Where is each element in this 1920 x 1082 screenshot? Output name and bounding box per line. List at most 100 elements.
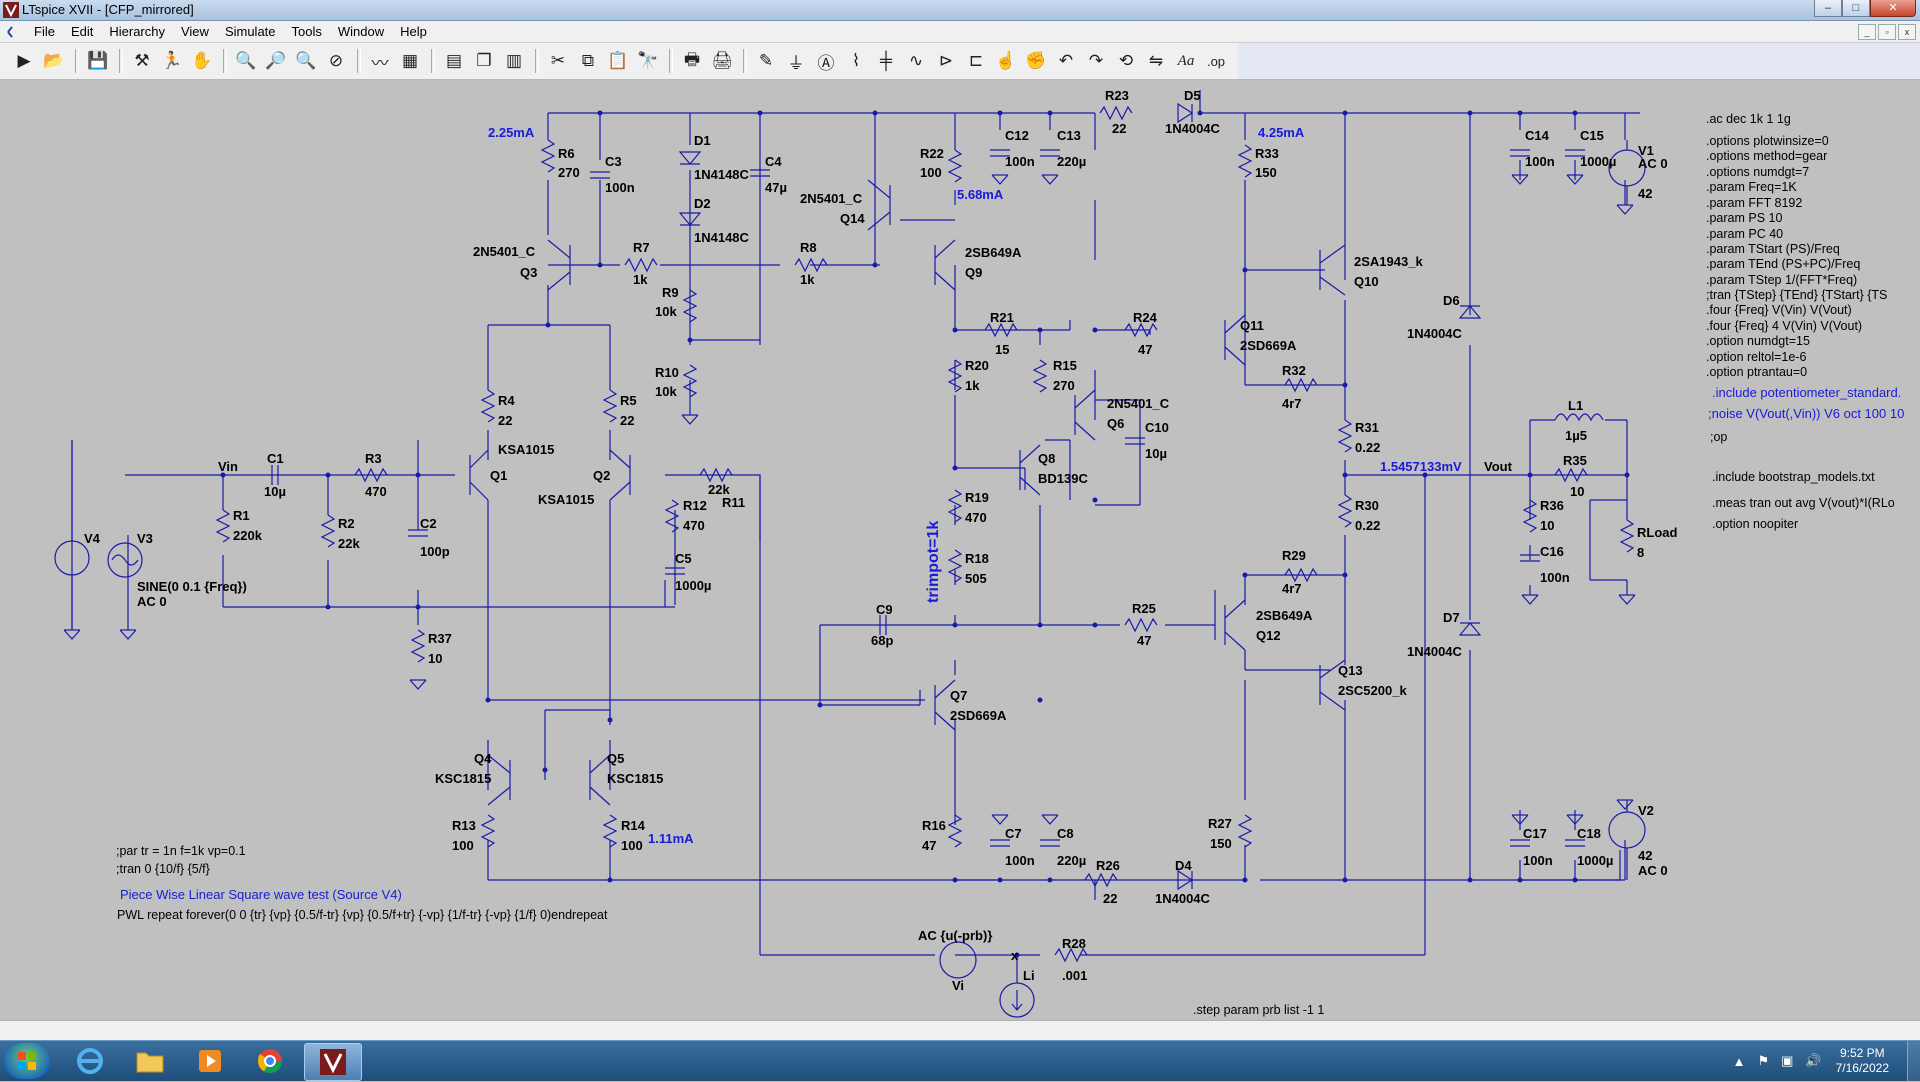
label-r14[interactable]: R14	[621, 818, 646, 833]
label-r28[interactable]: R28	[1062, 936, 1086, 951]
value-q8[interactable]: BD139C	[1038, 471, 1088, 486]
value-r25[interactable]: 47	[1137, 633, 1151, 648]
directive-line[interactable]: .param PC 40	[1706, 227, 1783, 241]
label-q13[interactable]: Q13	[1338, 663, 1363, 678]
value-c18[interactable]: 1000µ	[1577, 853, 1613, 868]
label-r11[interactable]: R11	[722, 495, 745, 510]
network-icon[interactable]: ▣	[1781, 1053, 1794, 1068]
directive-line[interactable]: .param TEnd (PS+PC)/Freq	[1706, 257, 1860, 271]
label-c7[interactable]: C7	[1005, 826, 1022, 841]
value-r36[interactable]: 10	[1540, 518, 1554, 533]
minimize-button[interactable]: –	[1814, 0, 1842, 17]
label-q4[interactable]: Q4	[474, 751, 492, 766]
label-vi[interactable]: Vi	[952, 978, 964, 993]
label-r32[interactable]: R32	[1282, 363, 1306, 378]
v2-ac[interactable]: AC 0	[1638, 863, 1668, 878]
label-v4[interactable]: V4	[84, 531, 101, 546]
directive-op[interactable]: ;op	[1710, 430, 1727, 444]
label-r33[interactable]: R33	[1255, 146, 1279, 161]
rotate-icon[interactable]: ⟲	[1118, 51, 1134, 70]
label-q5[interactable]: Q5	[607, 751, 624, 766]
net-label-x[interactable]: x	[1011, 948, 1019, 963]
undo-icon[interactable]: ↶	[1058, 51, 1074, 70]
value-c13[interactable]: 220µ	[1057, 154, 1086, 169]
value-q3[interactable]: 2N5401_C	[473, 244, 536, 259]
label-d6[interactable]: D6	[1443, 293, 1460, 308]
value-c8[interactable]: 220µ	[1057, 853, 1086, 868]
diode-icon[interactable]: ⊳	[938, 51, 954, 70]
doc-minimize-button[interactable]: _	[1858, 24, 1876, 40]
label-c18[interactable]: C18	[1577, 826, 1601, 841]
open-folder-icon[interactable]: 📂	[43, 51, 65, 70]
capacitor-icon[interactable]: ╪	[879, 51, 893, 70]
directive-line[interactable]: .param PS 10	[1706, 211, 1782, 225]
directive-include-pot[interactable]: .include potentiometer_standard.	[1712, 385, 1901, 400]
tile-horizontal-icon[interactable]: ▤	[445, 51, 463, 70]
taskbar-chrome[interactable]	[242, 1043, 298, 1079]
value-q7[interactable]: 2SD669A	[950, 708, 1007, 723]
directive-line[interactable]: .options method=gear	[1706, 149, 1827, 163]
value-r29[interactable]: 4r7	[1282, 581, 1302, 596]
label-c1[interactable]: C1	[267, 451, 284, 466]
value-r2[interactable]: 22k	[338, 536, 360, 551]
label-r10[interactable]: R10	[655, 365, 679, 380]
menu-view[interactable]: View	[180, 24, 209, 39]
value-d7[interactable]: 1N4004C	[1407, 644, 1463, 659]
close-button[interactable]: ✕	[1870, 0, 1916, 17]
label-v3[interactable]: V3	[137, 531, 153, 546]
value-r19[interactable]: 470	[965, 510, 987, 525]
value-q1[interactable]: KSA1015	[498, 442, 554, 457]
resistor-icon[interactable]: ⌇	[851, 51, 861, 70]
label-r23[interactable]: R23	[1105, 88, 1129, 103]
value-r18[interactable]: 505	[965, 571, 987, 586]
label-r35[interactable]: R35	[1563, 453, 1587, 468]
value-r11[interactable]: 22k	[708, 482, 730, 497]
current-r33[interactable]: 4.25mA	[1258, 125, 1305, 140]
label-c10[interactable]: C10	[1145, 420, 1169, 435]
directive-line[interactable]: ;tran {TStep} {TEnd} {TStart} {TS	[1706, 288, 1887, 302]
label-r22[interactable]: R22	[920, 146, 944, 161]
directive-noopiter[interactable]: .option noopiter	[1712, 517, 1798, 531]
value-q2[interactable]: KSA1015	[538, 492, 594, 507]
action-center-flag-icon[interactable]: ⚑	[1757, 1053, 1770, 1068]
value-c12[interactable]: 100n	[1005, 154, 1035, 169]
paste-icon[interactable]: 📋	[607, 51, 629, 70]
label-r26[interactable]: R26	[1096, 858, 1120, 873]
directive-line[interactable]: .four {Freq} V(Vin) V(Vout)	[1706, 303, 1852, 317]
label-c17[interactable]: C17	[1523, 826, 1547, 841]
value-r30[interactable]: 0.22	[1355, 518, 1380, 533]
current-r22[interactable]: 5.68mA	[957, 187, 1004, 202]
value-r24[interactable]: 47	[1138, 342, 1152, 357]
taskbar-internet-explorer[interactable]	[62, 1043, 118, 1079]
control-panel-icon[interactable]: ⚒	[134, 51, 150, 70]
clock[interactable]: 9:52 PM 7/16/2022	[1836, 1046, 1889, 1076]
label-r31[interactable]: R31	[1355, 420, 1379, 435]
print-icon[interactable]: 🖶	[683, 49, 701, 69]
value-q12[interactable]: 2SB649A	[1256, 608, 1313, 623]
value-r4[interactable]: 22	[498, 413, 512, 428]
value-c14[interactable]: 100n	[1525, 154, 1555, 169]
value-c16[interactable]: 100n	[1540, 570, 1570, 585]
label-q10[interactable]: Q10	[1354, 274, 1379, 289]
tile-vertical-icon[interactable]: ▥	[505, 51, 523, 70]
value-q10[interactable]: 2SA1943_k	[1354, 254, 1423, 269]
cascade-icon[interactable]: ❐	[476, 51, 492, 70]
value-c1[interactable]: 10µ	[264, 484, 286, 499]
directive-line[interactable]: .options plotwinsize=0	[1706, 134, 1829, 148]
label-q7[interactable]: Q7	[950, 688, 967, 703]
label-r6[interactable]: R6	[558, 146, 575, 161]
directive-include-boot[interactable]: .include bootstrap_models.txt	[1712, 470, 1875, 484]
label-r2[interactable]: R2	[338, 516, 355, 531]
label-r13[interactable]: R13	[452, 818, 476, 833]
value-q4[interactable]: KSC1815	[435, 771, 491, 786]
value-r14[interactable]: 100	[621, 838, 643, 853]
directive-line[interactable]: .param TStart (PS)/Freq	[1706, 242, 1840, 256]
move-hand-icon[interactable]: ☝	[995, 51, 1017, 70]
label-r30[interactable]: R30	[1355, 498, 1379, 513]
pwl-title[interactable]: Piece Wise Linear Square wave test (Sour…	[120, 887, 402, 902]
value-d5[interactable]: 1N4004C	[1165, 121, 1221, 136]
wire-pen-icon[interactable]: ✎	[758, 51, 774, 70]
value-rload[interactable]: 8	[1637, 545, 1644, 560]
directive-line[interactable]: .option numdgt=15	[1706, 334, 1810, 348]
value-q14[interactable]: 2N5401_C	[800, 191, 863, 206]
